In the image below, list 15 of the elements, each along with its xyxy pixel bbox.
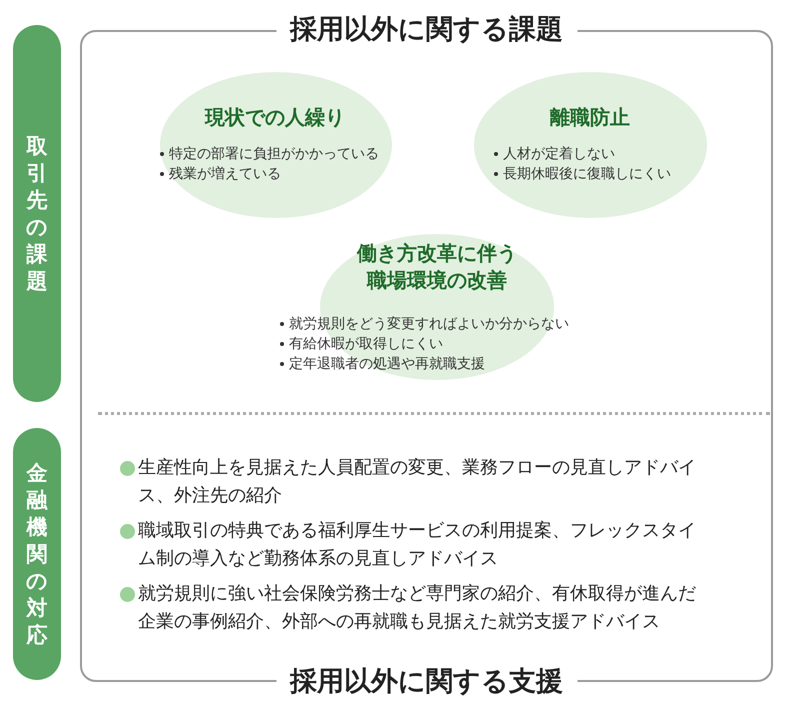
support-item: 就労規則に強い社会保険労務士など専門家の紹介、有休取得が進んだ企業の事例紹介、外部への再就職も見据えた就労支援アドバイス	[138, 582, 697, 634]
bullet-text: 有給休暇が取得しにくい	[289, 335, 443, 354]
bullet-text: 特定の部署に負担がかかっている	[169, 145, 379, 164]
bubble-title: 現状での人繰り	[204, 104, 346, 131]
side-label-band: 取引先の課題	[13, 25, 61, 402]
bullet-text: 人材が定着しない	[503, 145, 615, 164]
bullet-text: 就労規則をどう変更すればよいか分からない	[289, 315, 569, 334]
bubble-title: 離職防止	[549, 104, 631, 131]
side-label-band: 金融機関の対応	[13, 428, 61, 680]
support-item: 生産性向上を見据えた人員配置の変更、業務フローの見直しアドバイス、外注先の紹介	[138, 456, 697, 508]
bullet-text: 残業が増えている	[169, 165, 281, 184]
bullet-text: 長期休暇後に復職しにくい	[503, 165, 671, 184]
bullet-text: 定年退職者の処遇や再就職支援	[289, 355, 485, 374]
bubble-title: 働き方改革に伴う職場環境の改善	[356, 240, 518, 294]
support-item: 職域取引の特典である福利厚生サービスの利用提案、フレックスタイム制の導入など勤務体系の見直しアドバイス	[138, 519, 697, 571]
